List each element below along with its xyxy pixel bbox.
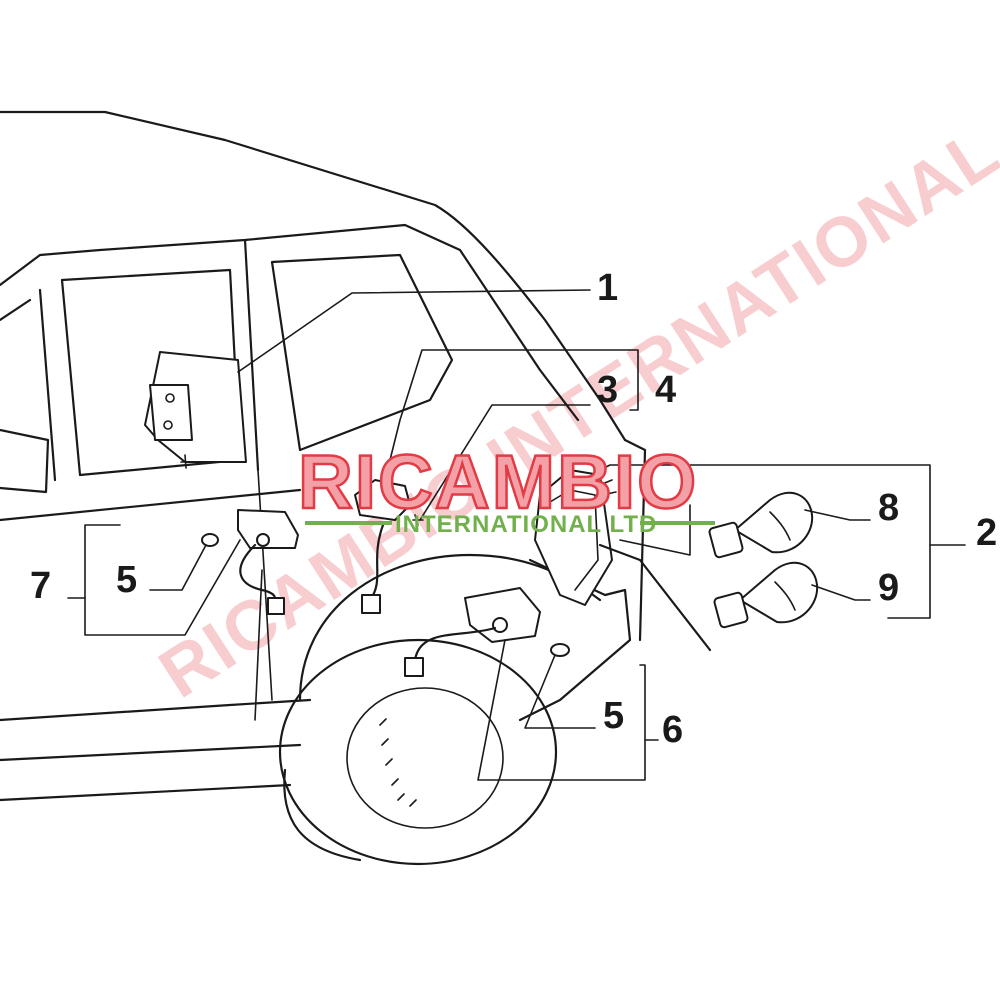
callout-8: 8 bbox=[878, 487, 899, 529]
bulb-8-glass bbox=[734, 491, 814, 554]
watermark-brand: RICAMBIO bbox=[298, 440, 698, 525]
part-7-side-marker[interactable] bbox=[201, 509, 299, 615]
side-marker-body bbox=[237, 509, 299, 549]
callout-1: 1 bbox=[597, 267, 618, 309]
bracket-7 bbox=[84, 524, 241, 636]
wheel-shadow bbox=[283, 768, 362, 862]
sill-line-upper bbox=[0, 698, 312, 722]
car-body bbox=[0, 110, 647, 866]
bracket-6 bbox=[477, 639, 646, 781]
bulb-9-glass bbox=[739, 561, 819, 624]
leader-9 bbox=[811, 584, 871, 601]
callouts: 1 2 3 4 5 5 6 7 8 9 bbox=[30, 267, 997, 751]
lamp-housing-connector bbox=[361, 594, 381, 614]
bulb-5-right bbox=[550, 643, 570, 657]
side-marker-connector bbox=[267, 597, 285, 615]
part-3-4-lamp-housing[interactable] bbox=[354, 479, 424, 614]
bracket-4-top bbox=[384, 349, 631, 481]
bracket-2 bbox=[599, 464, 931, 619]
sill-line-lower bbox=[0, 743, 302, 762]
door-seam-lower bbox=[254, 569, 263, 721]
wheel-bolts bbox=[379, 718, 417, 807]
bulb-9[interactable] bbox=[713, 561, 819, 629]
interior-lamp-screw bbox=[180, 454, 192, 469]
tail-lamp-body bbox=[534, 469, 613, 606]
part-1-interior-lamp[interactable] bbox=[144, 351, 247, 469]
leader-lines bbox=[67, 289, 966, 781]
rocker-line bbox=[0, 783, 292, 802]
bulb-8-filament bbox=[769, 511, 791, 541]
bulb-8-base bbox=[708, 521, 744, 559]
callout-5-right: 5 bbox=[603, 695, 624, 737]
tail-lamp-screws bbox=[599, 479, 617, 496]
bracket-4 bbox=[629, 349, 639, 411]
part-2-tail-lamp[interactable] bbox=[534, 469, 712, 652]
marker-lamp-wire bbox=[413, 626, 497, 662]
callout-2: 2 bbox=[976, 512, 997, 554]
belt-line bbox=[0, 488, 302, 522]
leader-3 bbox=[419, 404, 591, 521]
callout-4: 4 bbox=[655, 369, 676, 411]
marker-lamp-body bbox=[464, 587, 541, 643]
lamp-housing-body bbox=[354, 479, 411, 521]
interior-lamp-hole bbox=[163, 420, 173, 430]
b-pillar bbox=[243, 238, 260, 472]
rear-quarter bbox=[623, 438, 647, 642]
front-edge bbox=[0, 298, 32, 322]
roof-line bbox=[0, 110, 627, 442]
lamp-housing-screw bbox=[412, 514, 424, 526]
callout-9: 9 bbox=[878, 567, 899, 609]
a-pillar bbox=[38, 288, 57, 482]
leader-1 bbox=[237, 289, 591, 373]
leader-5-left bbox=[149, 544, 207, 591]
wheel-outer bbox=[278, 638, 558, 866]
part-6-marker-lamp[interactable] bbox=[404, 587, 570, 677]
callout-5-left: 5 bbox=[116, 559, 137, 601]
rear-door-window bbox=[270, 253, 454, 452]
leader-8 bbox=[804, 509, 871, 521]
watermark-logo: RICAMBIO INTERNATIONAL LTD bbox=[297, 439, 715, 538]
lamp-housing-wire bbox=[368, 523, 385, 602]
tail-lamp-inner bbox=[544, 489, 599, 591]
callout-3: 3 bbox=[597, 369, 618, 411]
wheel-rim bbox=[346, 687, 504, 829]
bulb-9-base bbox=[713, 591, 749, 629]
callout-6: 6 bbox=[662, 709, 683, 751]
callout-7: 7 bbox=[30, 565, 51, 607]
side-marker-socket bbox=[256, 533, 270, 547]
leader-5-right bbox=[524, 654, 596, 729]
tail-lamp-lead bbox=[598, 543, 712, 652]
bulb-8[interactable] bbox=[708, 491, 814, 559]
bulb-9-filament bbox=[774, 581, 796, 611]
interior-lamp-hole bbox=[165, 393, 175, 403]
watermark-sub: INTERNATIONAL LTD bbox=[395, 511, 657, 538]
bulb-5-left bbox=[201, 533, 219, 547]
door-seam bbox=[257, 469, 273, 701]
marker-lamp-socket bbox=[492, 617, 508, 633]
side-mirror bbox=[0, 428, 50, 494]
marker-lamp-connector bbox=[404, 657, 424, 677]
interior-lamp-clip bbox=[149, 384, 193, 441]
